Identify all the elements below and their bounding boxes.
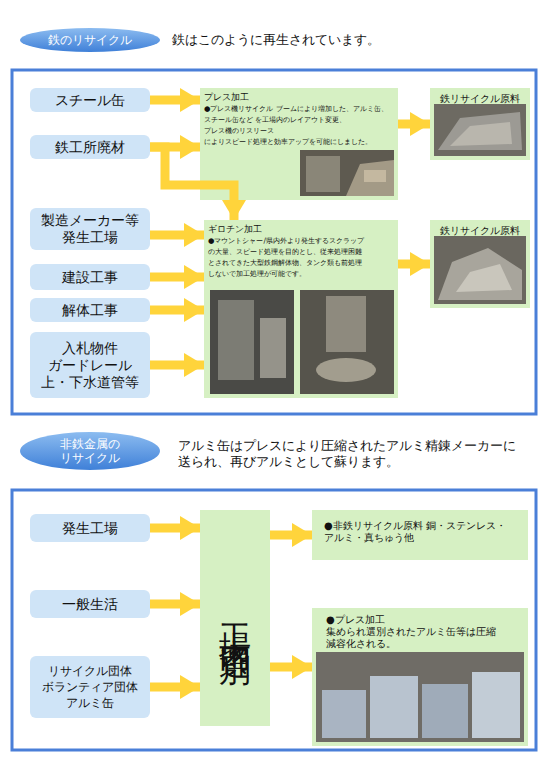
source-box: 解体工事 [30, 298, 150, 322]
flow-arrow [398, 120, 430, 129]
source-box: 鉄工所廃材 [30, 135, 150, 159]
photo-detail [456, 264, 512, 292]
photo-detail [450, 122, 512, 146]
flow-arrow [150, 361, 204, 370]
section-note: アルミ缶はプレスにより圧縮されたアルミ精錬メーカーに 送られ、再びアルミとして蘇… [178, 438, 538, 470]
box-label: スチール缶 [55, 92, 125, 109]
box-label: 鉄リサイクル原料 [434, 92, 526, 105]
photo-detail [422, 684, 468, 738]
box-label: ●プレス加工 集められ選別されたアルミ缶等は圧縮 減容化される。 [326, 614, 514, 650]
flow-arrow [150, 306, 204, 315]
photo-detail [322, 690, 366, 738]
box-label: 解体工事 [62, 302, 118, 319]
photo [434, 236, 526, 304]
source-box: 一般生活 [30, 590, 150, 618]
photo [210, 290, 294, 394]
flow-arrow [150, 524, 200, 533]
flow-arrow [398, 260, 430, 269]
photo-detail [346, 160, 394, 196]
photo-detail [438, 112, 522, 150]
material-photo [434, 104, 526, 156]
photo-detail [316, 358, 376, 382]
photo-detail [472, 672, 520, 738]
box-label: ギロチン加工 [208, 224, 394, 235]
box-label: 一般生活 [62, 596, 118, 613]
photo [434, 104, 526, 156]
source-box: リサイクル団体 ボランティア団体 アルミ缶 [30, 656, 150, 718]
flow-arrow [150, 683, 200, 692]
flow-arrow [150, 273, 204, 282]
source-box: 入札物件 ガードレール 上・下水道管等 [30, 332, 150, 398]
source-box: 発生工場 [30, 514, 150, 542]
process-box: プレス加工●プレス機リサイクル ブームにより増加した、アルミ缶、スチール缶など … [200, 88, 398, 200]
guillotine-photo [210, 290, 394, 394]
flow-arrow [150, 96, 200, 105]
photo-detail [370, 676, 418, 738]
box-label: 鉄のリサイクル [48, 33, 132, 47]
section-frame [12, 70, 536, 414]
box-label: 建設工事 [62, 269, 118, 286]
box-label: プレス加工 [204, 92, 394, 103]
flow-arrow [150, 600, 200, 609]
output-box: 鉄リサイクル原料 [430, 220, 530, 308]
material-photo [434, 236, 526, 304]
section-badge: 非鉄金属の リサイクル [20, 432, 160, 470]
box-label: 発生工場 [62, 520, 118, 537]
photo-detail [218, 300, 254, 380]
flow-arrow [150, 147, 234, 220]
output-box: 鉄リサイクル原料 [430, 88, 530, 160]
photo-detail [326, 296, 366, 352]
box-label: 非鉄金属の リサイクル [42, 437, 138, 465]
sorting-box: 工場内選別 [200, 510, 270, 726]
flow-arrow [270, 663, 312, 672]
source-box: 製造メーカー等 発生工場 [30, 208, 150, 250]
section-note: 鉄はこのように再生されています。 [172, 32, 532, 48]
process-box: ギロチン加工●マウントシャー/県内外より発生するスクラップ の大量、スピード処理… [204, 220, 398, 398]
box-label: リサイクル団体 ボランティア団体 アルミ缶 [34, 663, 146, 711]
section-frame [12, 490, 536, 750]
photo [300, 150, 394, 196]
photo-detail [364, 170, 386, 182]
photo [300, 290, 394, 394]
section-badge: 鉄のリサイクル [20, 28, 160, 52]
photo-detail [438, 248, 522, 300]
box-label: ●非鉄リサイクル原料 銅・ステンレス・アルミ・真ちゅう他 [324, 520, 516, 544]
box-description: ●マウントシャー/県内外より発生するスクラップ の大量、スピード処理を目的とし、… [208, 235, 394, 279]
box-label: 工場内選別 [217, 598, 253, 638]
box-label: 鉄工所廃材 [55, 139, 125, 156]
press-photo [300, 150, 394, 196]
flow-arrow [270, 531, 312, 540]
source-box: スチール缶 [30, 88, 150, 112]
output-box: ●非鉄リサイクル原料 銅・ステンレス・アルミ・真ちゅう他 [312, 510, 528, 560]
flow-arrow [150, 231, 204, 240]
photo-detail [306, 156, 340, 192]
output-box: ●プレス加工 集められ選別されたアルミ缶等は圧縮 減容化される。 [312, 608, 528, 746]
source-box: 建設工事 [30, 264, 150, 290]
box-label: 製造メーカー等 発生工場 [34, 212, 146, 246]
box-label: 鉄リサイクル原料 [434, 224, 526, 237]
box-description: ●プレス機リサイクル ブームにより増加した、アルミ缶、スチール缶など を工場内の… [204, 103, 394, 147]
flow-arrow [150, 143, 200, 152]
box-label: 入札物件 ガードレール 上・下水道管等 [34, 340, 146, 391]
photo-detail [260, 318, 286, 378]
photo [316, 652, 524, 742]
bale-photo [316, 652, 524, 742]
